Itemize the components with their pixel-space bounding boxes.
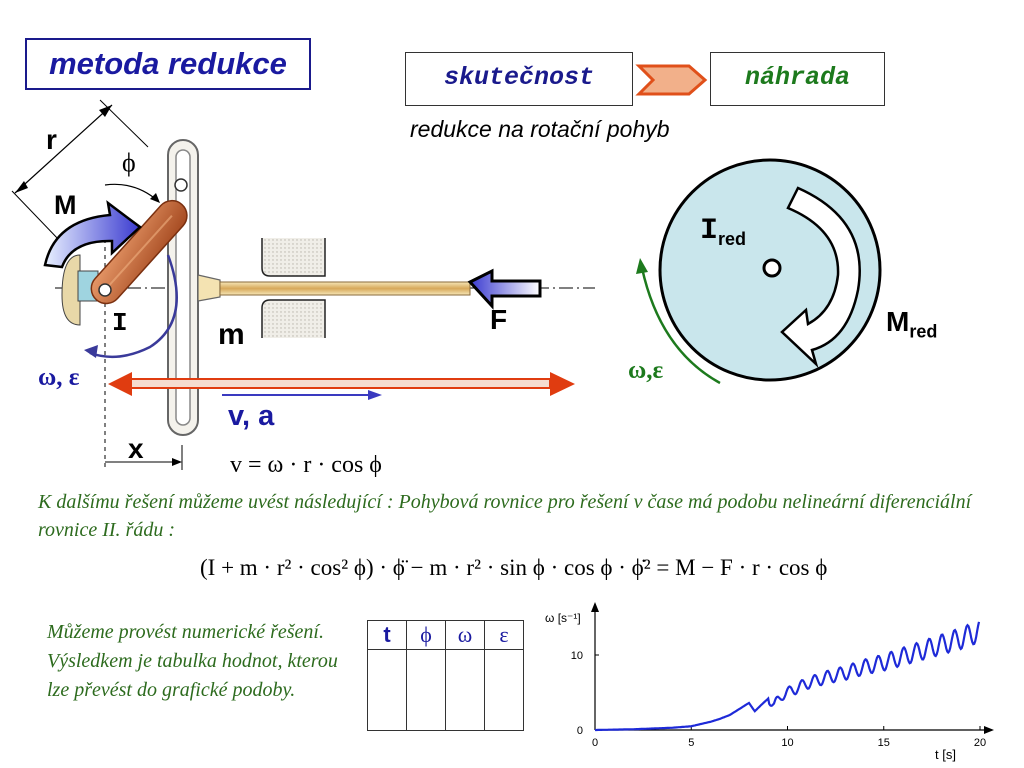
label-x: x	[128, 433, 144, 464]
page-title: metoda redukce	[25, 38, 311, 90]
x-tick-label: 15	[878, 737, 890, 749]
label-M: M	[54, 190, 77, 220]
label-M-red: Mred	[886, 306, 938, 342]
reduced-model-diagram	[636, 158, 882, 385]
mechanism-diagram	[11, 99, 595, 470]
x-axis-arrow	[984, 726, 994, 734]
omega-time-chart: ω [s⁻¹] t [s] 0 5 10 15 20 0 10	[545, 602, 994, 762]
x-tick-label: 10	[781, 737, 793, 749]
label-omega-eps-red: ω,ε	[628, 357, 664, 384]
table-cell	[484, 649, 524, 731]
subtitle: redukce na rotační pohyb	[410, 116, 670, 142]
series-line	[595, 621, 981, 732]
x-tick-label: 20	[974, 737, 986, 749]
numerical-paragraph: Můžeme provést numerické řešení. Výsledk…	[47, 621, 338, 701]
label-omega-eps: ω, ε	[38, 364, 80, 391]
equation-of-motion: (I + m · r² · cos² ϕ) · ϕ̈ − m · r² · si…	[200, 555, 828, 580]
label-F: F	[490, 304, 508, 335]
velocity-formula: v = ω · r · cos ϕ	[230, 452, 382, 478]
table-header-eps: ε	[484, 620, 524, 650]
x-tick-label: 5	[688, 737, 694, 749]
y-axis-arrow	[591, 602, 599, 612]
label-phi: ϕ	[122, 148, 136, 177]
table-cell	[406, 649, 446, 731]
y-axis-label: ω [s⁻¹]	[545, 611, 581, 625]
values-table: t ϕ ω ε	[367, 620, 524, 731]
label-va: v, a	[228, 400, 275, 432]
y-tick-label: 0	[577, 725, 583, 737]
label-r: r	[46, 124, 57, 155]
description-paragraph: K dalšímu řešení můžeme uvést následujíc…	[38, 491, 972, 541]
table-cell	[367, 649, 407, 731]
reality-box: skutečnost	[405, 52, 633, 106]
y-tick-label: 10	[571, 650, 583, 662]
x-tick-label: 0	[592, 737, 598, 749]
label-I-red: Ired	[700, 214, 747, 249]
table-cell	[445, 649, 485, 731]
table-header-omega: ω	[445, 620, 485, 650]
table-header-phi: ϕ	[406, 620, 446, 650]
chevron-arrow-icon	[635, 64, 708, 96]
x-axis-label: t [s]	[935, 747, 956, 762]
replacement-box: náhrada	[710, 52, 885, 106]
label-I: I	[112, 308, 128, 338]
label-m: m	[218, 318, 245, 351]
table-header-t: t	[367, 620, 407, 650]
